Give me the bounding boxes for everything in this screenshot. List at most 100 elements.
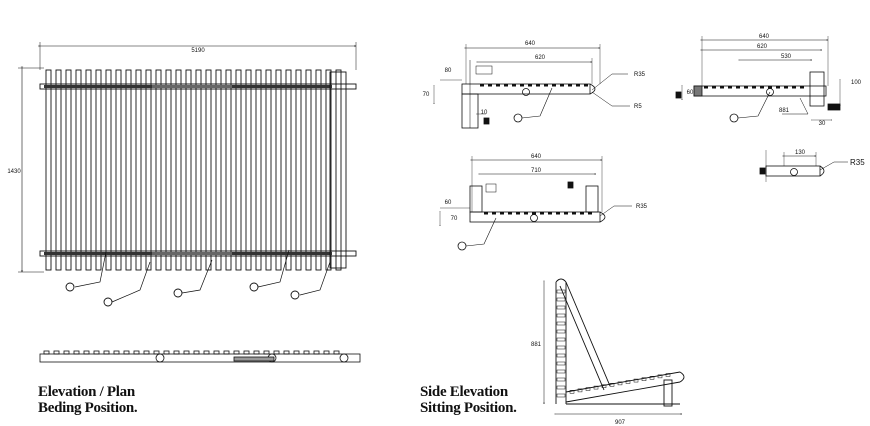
strip-tooth [153, 350, 160, 355]
slat-dash [564, 212, 568, 215]
plan-slat [45, 69, 52, 271]
slat-dash [744, 86, 748, 89]
plan-top-rail [39, 83, 357, 90]
d-radius: R35 [636, 204, 648, 210]
slat-dash [548, 212, 552, 215]
plan-slat [95, 69, 102, 271]
strip-tooth [263, 350, 270, 355]
elevation-plan-title: Elevation / Plan [38, 384, 135, 400]
slat-dash [516, 212, 520, 215]
d-offset-dim: 60 [445, 200, 452, 206]
b-inner-dim: 620 [757, 44, 768, 50]
plan-slat [305, 69, 312, 271]
b-side-dim: 100 [851, 80, 862, 86]
slat-dash [512, 84, 516, 87]
side-slat [657, 374, 663, 379]
slat-dash [752, 86, 756, 89]
plan-slat [235, 69, 242, 271]
slat-dash [580, 212, 584, 215]
side-slat [556, 353, 566, 358]
slat-dash [572, 212, 576, 215]
plan-slat [135, 69, 142, 271]
slat-dash [488, 84, 492, 87]
strip-tooth [173, 350, 180, 355]
plan-slat [215, 69, 222, 271]
plan-slat [155, 69, 162, 271]
slat-dash [728, 86, 732, 89]
slat-dash [536, 84, 540, 87]
c-depth-dim: 70 [423, 92, 430, 98]
plan-width-dim: 5190 [191, 48, 205, 54]
side-elevation-view [544, 278, 685, 414]
b-top-dim: 640 [759, 34, 770, 40]
strip-tooth [203, 350, 210, 355]
slat-dash [520, 84, 524, 87]
slat-dash [588, 212, 592, 215]
strip-tooth [73, 350, 80, 355]
plan-slat [105, 69, 112, 271]
slat-dash [776, 86, 780, 89]
d-inner-dim: 710 [531, 168, 542, 174]
plan-slats [45, 69, 342, 271]
e-radius: R35 [850, 158, 865, 167]
slat-dash [504, 84, 508, 87]
slat-dash [560, 84, 564, 87]
d-depth-dim: 70 [451, 216, 458, 222]
slat-dash [736, 86, 740, 89]
side-slat [556, 313, 566, 318]
strip-tooth [143, 350, 150, 355]
plan-slat [185, 69, 192, 271]
b-small-dim: 30 [819, 121, 826, 127]
strip-tooth [323, 350, 330, 355]
plan-slat [75, 69, 82, 271]
side-slat [556, 321, 566, 326]
c-gap-dim: 10 [481, 110, 488, 116]
plan-slat [265, 69, 272, 271]
slat-dash [496, 84, 500, 87]
side-slat [556, 377, 566, 382]
slat-dash [556, 212, 560, 215]
slat-dash [524, 212, 528, 215]
slat-dash [768, 86, 772, 89]
plan-slat [165, 69, 172, 271]
slat-dash [784, 86, 788, 89]
side-height-dim: 881 [531, 342, 542, 348]
e-width-dim: 130 [795, 150, 806, 156]
c-inner-dim: 620 [535, 55, 546, 61]
strip-tooth [193, 350, 200, 355]
strip-tooth [63, 350, 70, 355]
slat-dash [704, 86, 708, 89]
detail-e-view [759, 150, 848, 182]
side-slat [556, 345, 566, 350]
side-slat [556, 297, 566, 302]
side-slat [577, 388, 583, 393]
c-top-dim: 640 [525, 41, 536, 47]
detail-d-dashes [484, 212, 592, 215]
strip-tooth [133, 350, 140, 355]
detail-c-view [434, 44, 630, 129]
side-elevation-subtitle: Sitting Position. [420, 400, 517, 416]
plan-slat [65, 69, 72, 271]
b-depth-dim: 60 [687, 90, 694, 96]
side-slat [585, 387, 591, 391]
side-slat [649, 376, 655, 380]
detail-d-view [440, 156, 632, 251]
slat-dash [552, 84, 556, 87]
plan-slat [205, 69, 212, 271]
plan-slat [315, 69, 322, 271]
side-slat [625, 380, 631, 384]
plan-slat [295, 69, 302, 271]
slat-dash [540, 212, 544, 215]
elevation-plan-subtitle: Beding Position. [38, 400, 138, 416]
side-slat [633, 378, 639, 383]
side-elevation-title: Side Elevation [420, 384, 508, 400]
strip-tooth [163, 350, 170, 355]
d-top-dim: 640 [531, 154, 542, 160]
elevation-plan-caption: Elevation / Plan Beding Position. [38, 384, 138, 416]
side-slat [665, 373, 671, 377]
side-slat [617, 381, 623, 386]
side-base-dim: 907 [615, 420, 626, 426]
strip-tooth [183, 350, 190, 355]
side-elevation-caption: Side Elevation Sitting Position. [420, 384, 517, 416]
strip-tooth [43, 350, 50, 355]
